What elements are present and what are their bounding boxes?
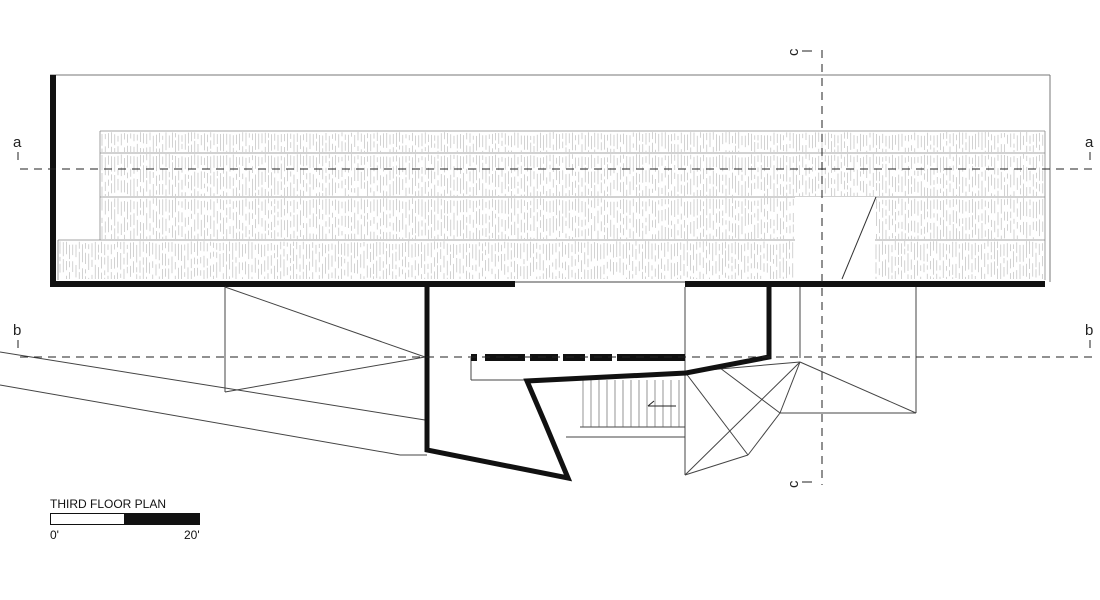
hatch-strokes — [59, 132, 1044, 279]
scale-bar — [50, 513, 200, 525]
heavy-walls — [50, 75, 1045, 287]
section-lines — [20, 50, 1095, 485]
section-label-c-top: c — [785, 48, 802, 56]
section-label-c-bottom: c — [785, 480, 802, 488]
section-label-b-left: b — [13, 322, 21, 339]
upper-block-outline — [50, 74, 1051, 282]
scale-label-start: 0' — [50, 528, 59, 542]
stair-opening — [795, 196, 877, 280]
stair-treads — [582, 380, 680, 427]
section-label-a-left: a — [13, 134, 22, 151]
heavy-lower-walls — [424, 287, 772, 482]
lower-thin-lines — [0, 281, 917, 476]
hatched-terrace — [59, 132, 1044, 279]
section-ticks — [17, 50, 1091, 483]
section-label-b-right: b — [1085, 322, 1093, 339]
band-outlines — [57, 130, 1046, 280]
plan-title: THIRD FLOOR PLAN — [50, 497, 166, 511]
scale-label-end: 20' — [184, 528, 200, 542]
stair-direction-arrow — [647, 400, 676, 407]
section-label-a-right: a — [1085, 134, 1094, 151]
